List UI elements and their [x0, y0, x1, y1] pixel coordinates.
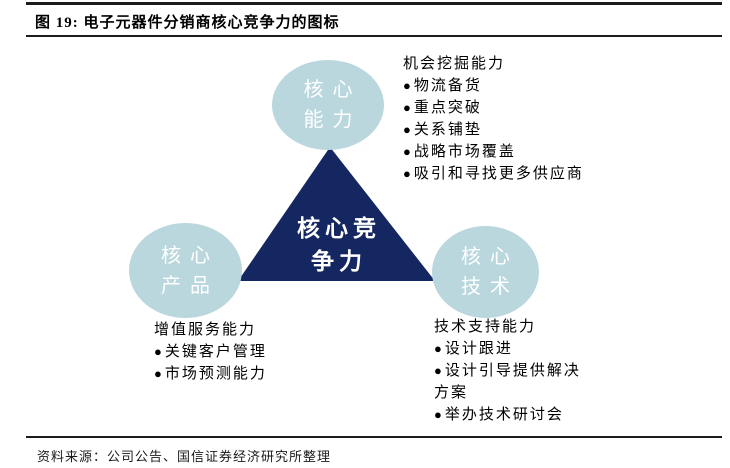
list-item: ●吸引和寻找更多供应商	[403, 163, 628, 185]
list-item: ●关系铺垫	[403, 119, 628, 141]
core-competitiveness-label-line2: 争力	[311, 249, 367, 274]
list-item: ●战略市场覆盖	[403, 141, 628, 163]
bullet-icon: ●	[403, 100, 413, 115]
list-item-label: 举办技术研讨会	[444, 407, 564, 423]
bullet-icon: ●	[403, 144, 413, 159]
node-core-technology-line1: 核心	[461, 246, 519, 268]
bullet-icon: ●	[154, 366, 164, 381]
node-core-capability: 核心 能力	[272, 60, 384, 150]
title-divider-rule	[26, 35, 722, 37]
bullet-icon: ●	[434, 341, 444, 356]
list-item: ●设计跟进	[434, 338, 596, 360]
node-core-technology: 核心 技术	[432, 226, 539, 318]
source-divider-rule	[26, 436, 722, 438]
node-core-capability-line2: 能力	[303, 109, 362, 131]
source-note: 资料来源：公司公告、国信证券经济研究所整理	[37, 449, 332, 464]
list-item: ●设计引导提供解决方案	[434, 360, 596, 404]
top-rule	[26, 2, 722, 5]
node-core-product-line1: 核心	[161, 244, 219, 267]
list-item-label: 设计跟进	[444, 341, 513, 357]
list-item-label: 市场预测能力	[164, 366, 267, 382]
node-core-capability-line1: 核心	[303, 79, 362, 101]
list-item-label: 吸引和寻找更多供应商	[413, 166, 584, 182]
list-item-label: 关系铺垫	[413, 122, 482, 138]
core-competitiveness-label: 核心竞 争力	[238, 212, 435, 278]
list-item: ●物流备货	[403, 75, 628, 97]
value-added-service-header: 增值服务能力	[154, 322, 257, 338]
bullet-icon: ●	[154, 344, 164, 359]
figure-title: 图 19: 电子元器件分销商核心竞争力的图标	[35, 15, 340, 31]
list-item: ●关键客户管理	[154, 341, 374, 363]
opportunity-mining-header: 机会挖掘能力	[403, 56, 506, 72]
technical-support-header: 技术支持能力	[434, 319, 537, 335]
node-core-product-line2: 产品	[161, 274, 219, 297]
list-item: ●市场预测能力	[154, 363, 374, 385]
list-item: ●重点突破	[403, 97, 628, 119]
bullet-icon: ●	[403, 78, 413, 93]
core-competitiveness-label-line1: 核心竞	[297, 216, 381, 241]
list-item-label: 设计引导提供解决方案	[434, 363, 581, 401]
technical-support-list: 技术支持能力 ●设计跟进 ●设计引导提供解决方案 ●举办技术研讨会	[434, 316, 596, 426]
node-core-technology-line2: 技术	[461, 276, 519, 298]
list-item: ●举办技术研讨会	[434, 404, 596, 426]
list-item-label: 重点突破	[413, 100, 482, 116]
bullet-icon: ●	[434, 407, 444, 422]
list-item-label: 战略市场覆盖	[413, 144, 516, 160]
node-core-product: 核心 产品	[129, 223, 242, 318]
opportunity-mining-list: 机会挖掘能力 ●物流备货 ●重点突破 ●关系铺垫 ●战略市场覆盖 ●吸引和寻找更…	[403, 53, 628, 185]
bullet-icon: ●	[403, 166, 413, 181]
bullet-icon: ●	[403, 122, 413, 137]
list-item-label: 关键客户管理	[164, 344, 267, 360]
bullet-icon: ●	[434, 363, 444, 378]
list-item-label: 物流备货	[413, 78, 482, 94]
value-added-service-list: 增值服务能力 ●关键客户管理 ●市场预测能力	[154, 319, 374, 385]
